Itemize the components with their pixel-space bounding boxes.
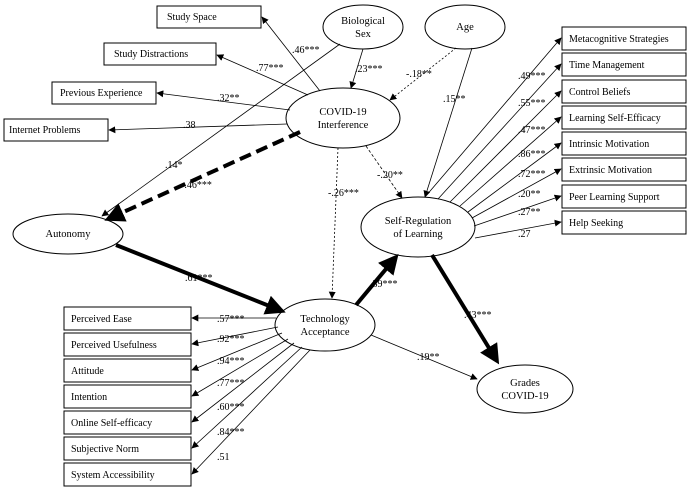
- indicator-control-beliefs: Control Beliefs: [569, 87, 630, 98]
- indicator-extrinsic-motivation: Extrinsic Motivation: [569, 165, 652, 176]
- coef-previous-experience: .32**: [217, 93, 240, 104]
- coef-peer-learning: .27**: [518, 207, 541, 218]
- coef-autonomy-tech: .61***: [185, 273, 213, 284]
- indicator-study-distractions: Study Distractions: [114, 49, 188, 60]
- latent-covid-line1: COVID-19: [319, 107, 366, 118]
- coef-attitude: .94***: [217, 356, 245, 367]
- path-sex-autonomy: [101, 43, 341, 217]
- indicator-perceived-usefulness: Perceived Usefulness: [71, 340, 157, 351]
- coef-sex-covid: .23***: [355, 64, 383, 75]
- indicator-previous-experience: Previous Experience: [60, 88, 143, 99]
- latent-srl-line2: of Learning: [393, 229, 443, 240]
- coef-subjective-norm: .84***: [217, 427, 245, 438]
- indicator-peer-learning: Peer Learning Support: [569, 192, 660, 203]
- indicator-learning-self-efficacy: Learning Self-Efficacy: [569, 113, 661, 124]
- coef-tech-grades: .19**: [417, 352, 440, 363]
- coef-internet-problems: .38: [183, 120, 196, 131]
- coef-help-seeking: .27: [518, 229, 531, 240]
- coef-sex-autonomy: .14*: [165, 160, 183, 171]
- coef-online-self-efficacy: .60***: [217, 402, 245, 413]
- indicator-help-seeking: Help Seeking: [569, 218, 623, 229]
- covid-indicators: Study Space Study Distractions Previous …: [3, 5, 321, 142]
- coef-intrinsic-motivation: .72***: [518, 169, 546, 180]
- srl-indicators: Metacognitive Strategies Time Management…: [424, 26, 687, 240]
- indicator-subjective-norm: Subjective Norm: [71, 444, 139, 455]
- indicator-intention: Intention: [71, 392, 107, 403]
- coef-covid-srl: -.20**: [377, 170, 403, 181]
- coef-age-covid: -.18**: [406, 69, 432, 80]
- latent-age: Age: [424, 4, 506, 50]
- indicator-online-self-efficacy: Online Self-efficacy: [71, 418, 152, 429]
- path-tech-srl: [354, 253, 399, 307]
- path-srl-grades: [430, 253, 500, 365]
- latent-srl-line1: Self-Regulation: [385, 216, 452, 227]
- coef-study-distractions: .77***: [256, 63, 284, 74]
- latent-biological-sex: Biological Sex: [322, 4, 404, 50]
- latent-technology-acceptance: Technology Acceptance: [274, 298, 376, 352]
- indicator-system-accessibility: System Accessibility: [71, 470, 155, 481]
- structural-paths: .23*** -.18** .15** .14* -.46*** -.26***…: [101, 43, 500, 380]
- latent-age-label: Age: [456, 22, 474, 33]
- indicator-perceived-ease: Perceived Ease: [71, 314, 132, 325]
- coef-perceived-usefulness: .92***: [217, 334, 245, 345]
- indicator-metacognitive: Metacognitive Strategies: [569, 34, 669, 45]
- coef-intention: .77***: [217, 378, 245, 389]
- indicator-study-space: Study Space: [167, 12, 217, 23]
- coef-covid-tech: -.26***: [328, 188, 359, 199]
- coef-metacognitive: .49***: [518, 71, 546, 82]
- latent-grades-line2: COVID-19: [501, 391, 548, 402]
- coef-control-beliefs: .47***: [518, 125, 546, 136]
- path-covid-tech: [328, 147, 339, 299]
- tech-indicators: Perceived Ease Perceived Usefulness Atti…: [63, 306, 311, 487]
- coef-covid-autonomy: -.46***: [181, 180, 212, 191]
- indicator-attitude: Attitude: [71, 366, 104, 377]
- latent-autonomy: Autonomy: [12, 213, 124, 255]
- indicator-intrinsic-motivation: Intrinsic Motivation: [569, 139, 649, 150]
- coef-perceived-ease: .57***: [217, 314, 245, 325]
- path-age-srl: [423, 47, 473, 198]
- latent-biological-sex-line1: Biological: [341, 16, 385, 27]
- path-autonomy-tech: [115, 243, 286, 315]
- latent-grades: Grades COVID-19: [476, 364, 574, 414]
- path-sex-covid: [349, 48, 364, 89]
- latent-covid-line2: Interference: [318, 120, 369, 131]
- latent-tech-line2: Acceptance: [301, 327, 350, 338]
- indicator-time-management: Time Management: [569, 60, 645, 71]
- path-tech-grades: [370, 334, 478, 380]
- coef-time-management: .55***: [518, 98, 546, 109]
- latent-autonomy-label: Autonomy: [46, 229, 92, 240]
- coef-extrinsic-motivation: .20**: [518, 189, 541, 200]
- coef-srl-grades: .43***: [464, 310, 492, 321]
- latent-self-regulation: Self-Regulation of Learning: [360, 196, 476, 258]
- latent-grades-line1: Grades: [510, 378, 540, 389]
- latent-covid-interference: COVID-19 Interference: [285, 87, 401, 149]
- coef-learning-self-efficacy: .86***: [518, 149, 546, 160]
- coef-age-srl: .15**: [443, 94, 466, 105]
- coef-system-accessibility: .51: [217, 452, 230, 463]
- latent-biological-sex-line2: Sex: [355, 29, 372, 40]
- coef-tech-srl: .39***: [370, 279, 398, 290]
- latent-tech-line1: Technology: [300, 314, 350, 325]
- path-covid-srl: [365, 145, 403, 199]
- indicator-internet-problems: Internet Problems: [9, 125, 80, 136]
- path-covid-autonomy: [104, 130, 301, 222]
- coef-study-space: .46***: [292, 45, 320, 56]
